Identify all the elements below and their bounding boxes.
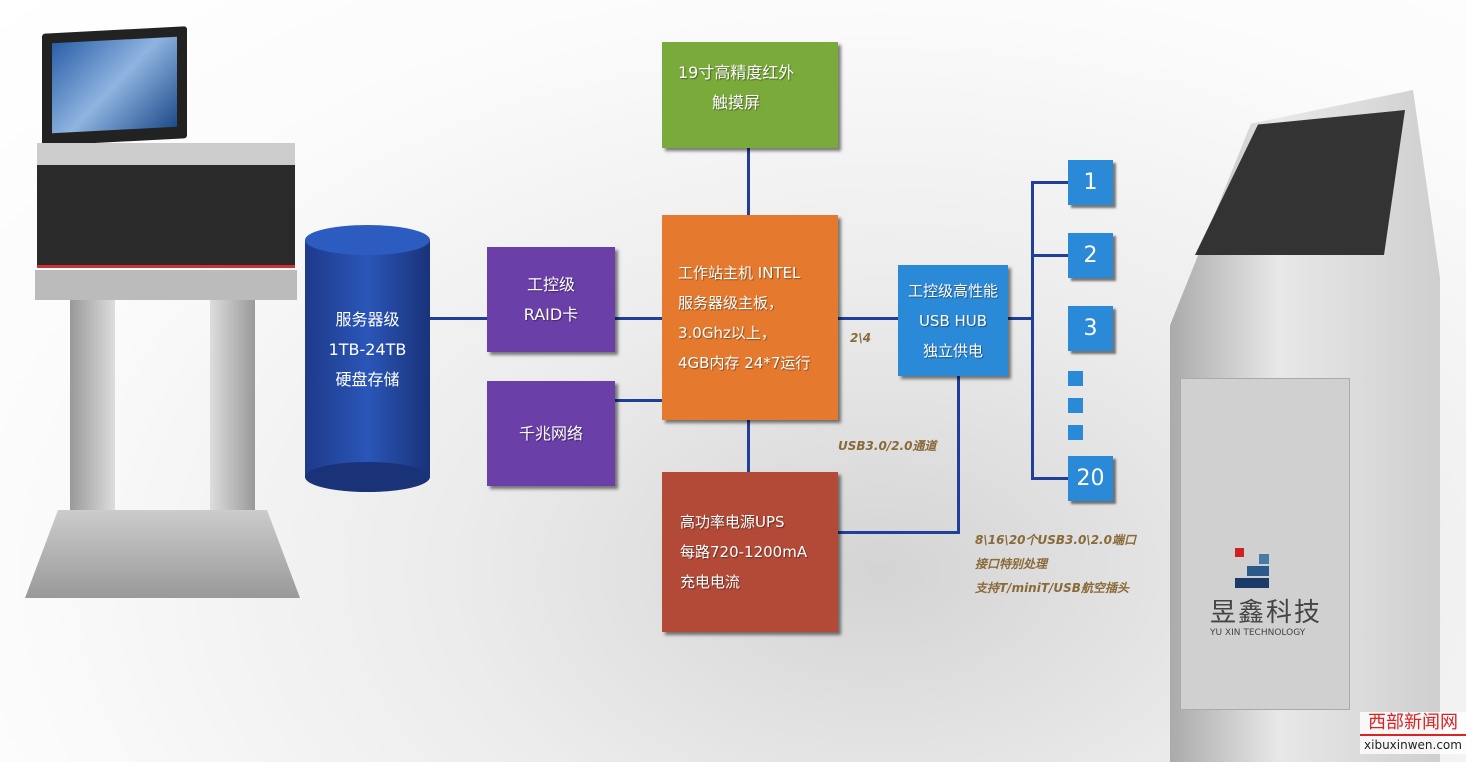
port-box: 20 — [1068, 456, 1113, 501]
ups-line: 充电电流 — [680, 573, 741, 591]
network-node: 千兆网络 — [487, 381, 615, 486]
port-note-line: 支持T/miniT/USB航空插头 — [975, 581, 1129, 595]
ups-line: 高功率电源UPS — [680, 513, 785, 531]
touchscreen-node: 19寸高精度红外 触摸屏 — [662, 42, 838, 148]
touchscreen-line: 19寸高精度红外 — [678, 63, 795, 82]
watermark: 西部新闻网 xibuxinwen.com — [1360, 712, 1466, 754]
host-node: 工作站主机 INTEL 服务器级主板， 3.0Ghz以上， 4GB内存 24*7… — [662, 215, 838, 420]
usb-hub-node: 工控级高性能 USB HUB 独立供电 — [898, 265, 1008, 376]
port-note-line: 接口特别处理 — [975, 557, 1048, 571]
port-notes: 8\16\20个USB3.0\2.0端口 接口特别处理 支持T/miniT/US… — [975, 528, 1136, 600]
connector — [615, 399, 662, 402]
ups-line: 每路720-1200mA — [680, 543, 808, 561]
host-line: 3.0Ghz以上， — [678, 323, 776, 342]
connector — [1031, 181, 1068, 184]
hub-line: 独立供电 — [922, 341, 983, 360]
port-box: 3 — [1068, 306, 1113, 351]
connector — [430, 317, 487, 320]
watermark-url: xibuxinwen.com — [1364, 738, 1462, 752]
connector — [957, 376, 960, 534]
ellipsis-dot — [1068, 371, 1083, 386]
logo-mark — [1235, 548, 1275, 588]
link-label: 2\4 — [850, 331, 872, 345]
port-box: 2 — [1068, 233, 1113, 278]
raid-line: 工控级 — [526, 274, 575, 294]
logo-cn: 昱鑫科技 — [1210, 598, 1323, 628]
ellipsis-dot — [1068, 425, 1083, 440]
connector — [1031, 477, 1068, 480]
hub-line: USB HUB — [918, 311, 988, 330]
hub-line: 工控级高性能 — [907, 281, 998, 300]
ups-node: 高功率电源UPS 每路720-1200mA 充电电流 — [662, 472, 838, 632]
storage-line: 服务器级 — [335, 310, 400, 329]
connector — [1031, 254, 1068, 257]
bus-line — [1031, 181, 1034, 479]
channel-label: USB3.0/2.0通道 — [838, 439, 937, 453]
connector — [615, 317, 662, 320]
watermark-cn: 西部新闻网 — [1360, 712, 1466, 736]
storage-node: 服务器级 1TB-24TB 硬盘存储 — [305, 225, 430, 492]
connector — [838, 531, 960, 534]
host-line: 服务器级主板， — [678, 293, 784, 312]
port-box: 1 — [1068, 160, 1113, 205]
port-note-line: 8\16\20个USB3.0\2.0端口 — [975, 533, 1136, 547]
connector — [747, 420, 750, 472]
storage-line: 1TB-24TB — [328, 340, 407, 359]
network-line: 千兆网络 — [518, 423, 583, 443]
ellipsis-dot — [1068, 398, 1083, 413]
connector — [1008, 317, 1033, 320]
logo-en: YU XIN TECHNOLOGY — [1210, 628, 1306, 638]
connector — [838, 317, 898, 320]
connector — [747, 148, 750, 215]
touchscreen-line: 触摸屏 — [712, 93, 761, 112]
host-line: 工作站主机 INTEL — [678, 263, 801, 282]
storage-line: 硬盘存储 — [335, 370, 400, 389]
raid-line: RAID卡 — [523, 304, 579, 324]
host-line: 4GB内存 24*7运行 — [678, 353, 811, 372]
raid-node: 工控级 RAID卡 — [487, 247, 615, 352]
